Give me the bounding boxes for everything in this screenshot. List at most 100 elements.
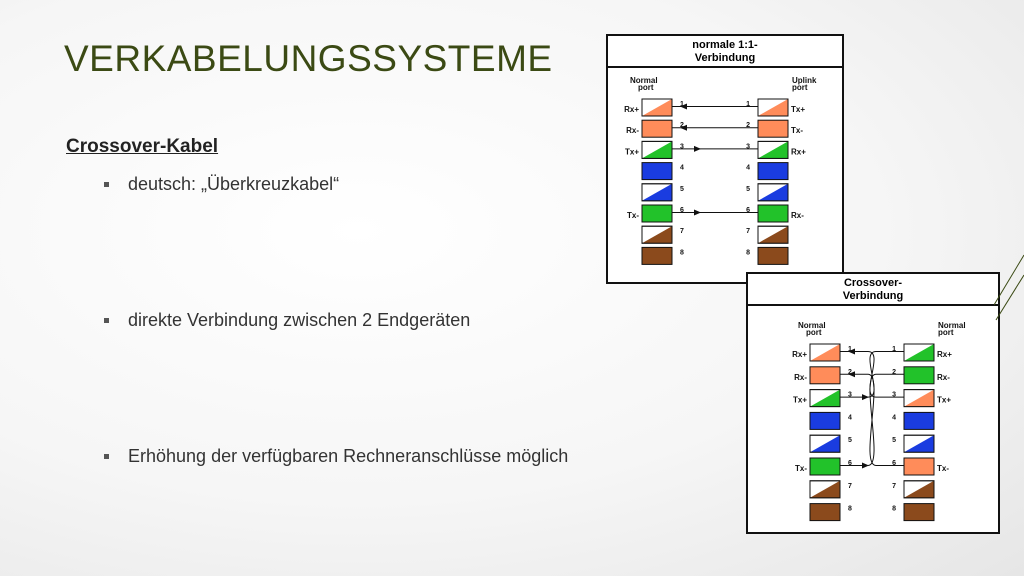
left-jack-pin	[641, 140, 673, 159]
left-pin-number: 2	[680, 122, 684, 129]
jack-pin-fill	[757, 204, 789, 223]
right-jack-pin	[903, 480, 935, 499]
right-pin-number: 1	[746, 101, 750, 108]
jack-pin-stripe	[758, 226, 788, 244]
jack-pin-fill	[641, 162, 673, 181]
crossover-header-line2: Verbindung	[842, 290, 904, 302]
left-jack-pin	[809, 457, 841, 476]
left-pin-number: 4	[848, 414, 852, 421]
left-port-header: Normal	[798, 321, 826, 330]
right-port-header: port	[938, 328, 954, 337]
jack-pin-outline	[757, 183, 789, 202]
signal-arrow	[848, 371, 855, 378]
left-pin-number: 4	[680, 165, 684, 172]
jack-pin-stripe	[904, 435, 934, 453]
signal-arrow	[862, 462, 869, 469]
right-signal-label: Tx+	[791, 105, 805, 114]
jack-pin-stripe	[810, 389, 840, 407]
bullet-text: deutsch: „Überkreuzkabel“	[128, 174, 340, 194]
right-port-header: Normal	[938, 321, 966, 330]
signal-arrow	[848, 348, 855, 355]
jack-pin-outline	[641, 140, 673, 159]
bullet-text: direkte Verbindung zwischen 2 Endgeräten	[128, 310, 471, 330]
right-jack-pin	[903, 434, 935, 453]
left-pin-number: 1	[848, 346, 852, 353]
right-signal-label: Tx-	[791, 126, 803, 135]
left-jack-pin	[809, 503, 841, 522]
right-pin-number: 8	[746, 249, 750, 256]
cable-wire	[840, 351, 904, 398]
right-jack-pin	[903, 457, 935, 476]
left-port-header: port	[806, 328, 822, 337]
left-pin-number: 7	[680, 228, 684, 235]
left-pin-number: 6	[848, 460, 852, 467]
left-jack-pin	[809, 343, 841, 362]
left-jack-pin	[641, 162, 673, 181]
jack-pin-outline	[903, 343, 935, 362]
left-jack-pin	[641, 98, 673, 117]
left-pin-number: 1	[680, 101, 684, 108]
jack-pin-outline	[903, 434, 935, 453]
jack-pin-fill	[809, 366, 841, 385]
left-pin-number: 2	[848, 369, 852, 376]
crossover-diagram-header: Crossover- Verbindung	[748, 274, 998, 306]
right-pin-number: 2	[892, 369, 896, 376]
right-port-header: Uplink	[792, 76, 817, 85]
right-jack-pin	[903, 411, 935, 430]
right-pin-number: 7	[746, 228, 750, 235]
right-signal-label: Rx+	[791, 147, 806, 156]
left-jack-pin	[809, 411, 841, 430]
left-jack-pin	[641, 204, 673, 223]
right-signal-label: Rx-	[791, 211, 804, 220]
jack-pin-outline	[809, 434, 841, 453]
left-jack-pin	[641, 225, 673, 244]
left-signal-label: Rx+	[792, 350, 807, 359]
cable-wire	[840, 373, 904, 466]
right-pin-number: 4	[892, 414, 896, 421]
jack-pin-fill	[809, 457, 841, 476]
right-pin-number: 2	[746, 122, 750, 129]
jack-pin-fill	[903, 411, 935, 430]
straight-header-line1: normale 1:1-	[692, 39, 758, 51]
left-port-header: Normal	[630, 76, 658, 85]
left-jack-pin	[641, 246, 673, 265]
left-jack-pin	[809, 480, 841, 499]
left-pin-number: 8	[848, 506, 852, 513]
left-jack-pin	[641, 119, 673, 138]
right-pin-number: 6	[892, 460, 896, 467]
left-pin-number: 6	[680, 207, 684, 214]
right-jack-pin	[903, 503, 935, 522]
jack-pin-fill	[757, 119, 789, 138]
jack-pin-stripe	[642, 99, 672, 116]
jack-pin-fill	[757, 162, 789, 181]
right-jack-pin	[757, 162, 789, 181]
straight-header-line2: Verbindung	[694, 52, 756, 64]
jack-pin-fill	[809, 503, 841, 522]
right-jack-pin	[757, 98, 789, 117]
jack-pin-outline	[809, 343, 841, 362]
right-port-header: port	[792, 83, 808, 92]
jack-pin-outline	[757, 140, 789, 159]
right-signal-label: Tx+	[937, 396, 951, 405]
jack-pin-fill	[641, 246, 673, 265]
straight-diagram-header: normale 1:1- Verbindung	[608, 36, 842, 68]
left-pin-number: 5	[680, 186, 684, 193]
right-jack-pin	[757, 183, 789, 202]
jack-pin-stripe	[810, 480, 840, 498]
jack-pin-fill	[757, 246, 789, 265]
jack-pin-fill	[903, 366, 935, 385]
left-jack-pin	[641, 183, 673, 202]
right-jack-pin	[903, 343, 935, 362]
signal-arrow	[862, 394, 869, 401]
jack-pin-stripe	[758, 99, 788, 116]
jack-pin-stripe	[642, 141, 672, 159]
slide-subtitle: Crossover-Kabel	[66, 136, 219, 157]
signal-arrow	[680, 124, 687, 131]
jack-pin-stripe	[810, 435, 840, 453]
left-signal-label: Tx-	[795, 464, 807, 473]
right-pin-number: 5	[746, 186, 750, 193]
left-pin-number: 5	[848, 437, 852, 444]
jack-pin-outline	[809, 389, 841, 408]
